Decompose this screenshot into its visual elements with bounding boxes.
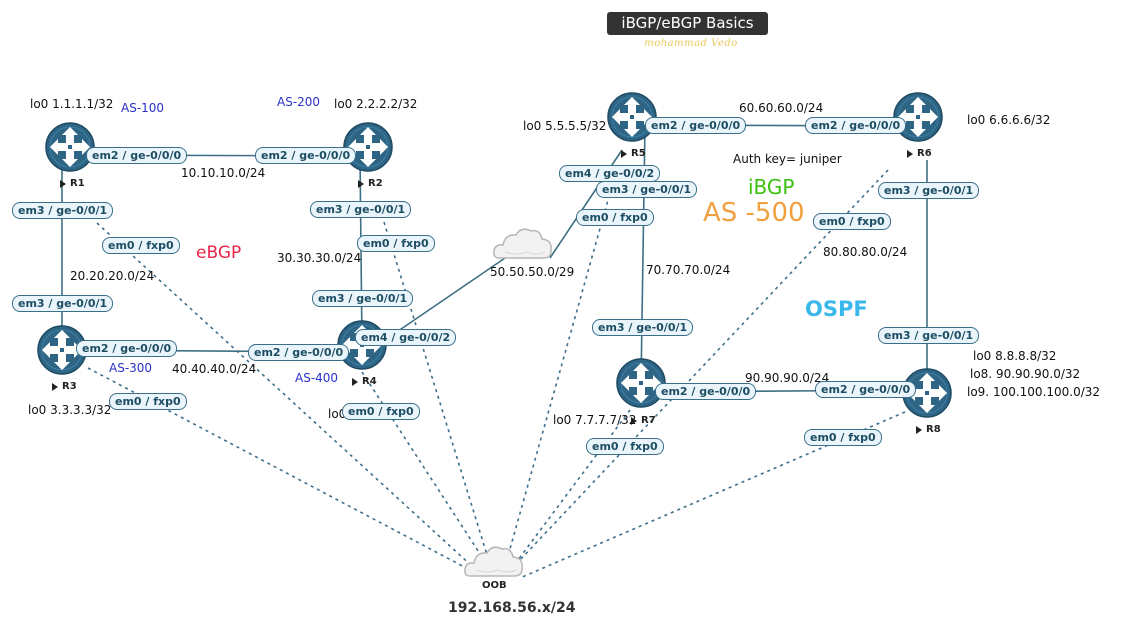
oob-cloud-icon <box>464 546 523 577</box>
router-name-r3: R3 <box>62 381 77 392</box>
loopback-r8-8: lo8. 90.90.90.0/32 <box>970 367 1081 381</box>
iface-r4-em4[interactable]: em4 / ge-0/0/2 <box>355 329 457 346</box>
as-label-100: AS-100 <box>121 101 165 115</box>
iface-r7-em3[interactable]: em3 / ge-0/0/1 <box>592 319 694 336</box>
iface-r4-em0[interactable]: em0 / fxp0 <box>342 403 420 420</box>
oob-link-r5 <box>507 167 618 557</box>
ibgp-label: iBGP <box>748 175 795 199</box>
network-label-60: 60.60.60.0/24 <box>739 101 824 115</box>
oob-link-r1 <box>96 222 475 569</box>
network-label-80: 80.80.80.0/24 <box>823 245 908 259</box>
iface-r5-em4[interactable]: em4 / ge-0/0/2 <box>559 165 661 182</box>
iface-r3-em2[interactable]: em2 / ge-0/0/0 <box>76 340 178 357</box>
oob-link-r6 <box>519 169 889 561</box>
iface-r5-em3[interactable]: em3 / ge-0/0/1 <box>596 181 698 198</box>
oob-cloud-label: OOB <box>482 580 507 591</box>
wan-cloud-icon <box>493 228 552 259</box>
oob-subnet-label: 192.168.56.x/24 <box>448 600 576 616</box>
iface-r8-em2[interactable]: em2 / ge-0/0/0 <box>815 381 917 398</box>
loopback-r4: lo0 <box>328 407 347 421</box>
iface-r3-em0[interactable]: em0 / fxp0 <box>109 393 187 410</box>
as-500-label: AS -500 <box>703 198 805 228</box>
loopback-r5: lo0 5.5.5.5/32 <box>523 119 607 133</box>
as-label-300: AS-300 <box>109 361 153 375</box>
iface-r1-em3[interactable]: em3 / ge-0/0/1 <box>12 202 114 219</box>
iface-r3-em3[interactable]: em3 / ge-0/0/1 <box>12 295 114 312</box>
loopback-r3: lo0 3.3.3.3/32 <box>28 403 112 417</box>
router-name-r4: R4 <box>362 376 377 387</box>
router-name-r7: R7 <box>641 415 656 426</box>
diagram-title: iBGP/eBGP Basics <box>607 12 768 35</box>
oob-link-r4 <box>361 371 485 561</box>
ospf-label: OSPF <box>805 297 868 321</box>
ebgp-label: eBGP <box>196 243 242 263</box>
router-icon-r1[interactable] <box>45 122 95 172</box>
iface-r8-em0[interactable]: em0 / fxp0 <box>804 429 882 446</box>
iface-r2-em0[interactable]: em0 / fxp0 <box>357 235 435 252</box>
iface-r2-em3[interactable]: em3 / ge-0/0/1 <box>310 201 412 218</box>
iface-r7-em2[interactable]: em2 / ge-0/0/0 <box>655 383 757 400</box>
oob-link-r7 <box>511 409 631 569</box>
router-name-r1: R1 <box>70 178 85 189</box>
loopback-r8-9: lo9. 100.100.100.0/32 <box>967 385 1101 399</box>
link-r5-r7 <box>640 124 646 384</box>
network-label-30: 30.30.30.0/24 <box>277 251 362 265</box>
auth-key-label: Auth key= juniper <box>733 152 842 166</box>
iface-r1-em2[interactable]: em2 / ge-0/0/0 <box>86 147 188 164</box>
author-signature: mohammad Vedo <box>644 38 738 49</box>
router-name-r8: R8 <box>926 424 941 435</box>
as-label-200: AS-200 <box>277 95 321 109</box>
router-name-r2: R2 <box>368 178 383 189</box>
as-label-400: AS-400 <box>295 371 339 385</box>
oob-link-r2 <box>383 221 489 559</box>
loopback-r1: lo0 1.1.1.1/32 <box>30 97 114 111</box>
network-label-50: 50.50.50.0/29 <box>490 265 575 279</box>
loopback-r2: lo0 2.2.2.2/32 <box>334 97 418 111</box>
iface-r2-em2[interactable]: em2 / ge-0/0/0 <box>255 147 357 164</box>
router-name-r6: R6 <box>917 148 932 159</box>
link-r4-cloud <box>384 255 509 341</box>
iface-r1-em0[interactable]: em0 / fxp0 <box>102 237 180 254</box>
iface-r4-em3[interactable]: em3 / ge-0/0/1 <box>312 290 414 307</box>
iface-r7-em0[interactable]: em0 / fxp0 <box>586 438 664 455</box>
iface-r4-em2[interactable]: em2 / ge-0/0/0 <box>248 344 350 361</box>
loopback-r6: lo0 6.6.6.6/32 <box>967 113 1051 127</box>
iface-r6-em3[interactable]: em3 / ge-0/0/1 <box>878 182 980 199</box>
iface-r8-em3[interactable]: em3 / ge-0/0/1 <box>878 327 980 344</box>
iface-r6-em2[interactable]: em2 / ge-0/0/0 <box>805 117 907 134</box>
network-label-90: 90.90.90.0/24 <box>745 371 830 385</box>
loopback-r7: lo0 7.7.7.7/32 <box>553 413 637 427</box>
network-label-10: 10.10.10.0/24 <box>181 166 266 180</box>
network-label-20: 20.20.20.0/24 <box>70 269 155 283</box>
network-label-40: 40.40.40.0/24 <box>172 362 257 376</box>
network-label-70: 70.70.70.0/24 <box>646 263 731 277</box>
router-name-r5: R5 <box>631 148 646 159</box>
iface-r6-em0[interactable]: em0 / fxp0 <box>813 213 891 230</box>
router-icon-r7[interactable] <box>616 358 666 408</box>
iface-r5-em0[interactable]: em0 / fxp0 <box>576 209 654 226</box>
iface-r5-em2[interactable]: em2 / ge-0/0/0 <box>645 117 747 134</box>
loopback-r8-0: lo0 8.8.8.8/32 <box>973 349 1057 363</box>
